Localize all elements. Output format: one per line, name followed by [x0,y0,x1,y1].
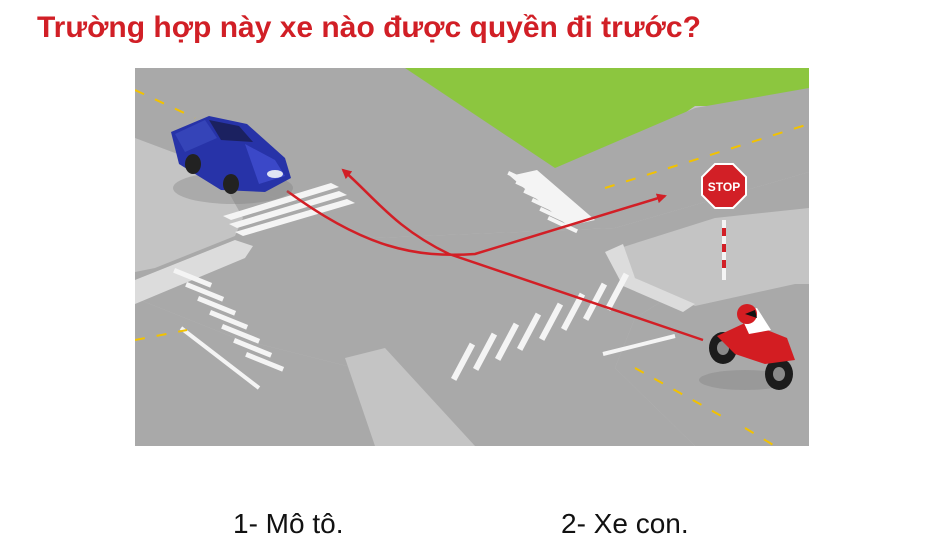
stop-line-left [179,326,261,390]
sidewalk-right [620,208,809,306]
answer-option-2[interactable]: 2- Xe con. [561,508,689,539]
curb-right [605,244,695,312]
intersection-illustration: STOP [135,68,809,446]
road-lower-left [135,298,435,446]
travel-paths [286,168,704,342]
sidewalk-bottom [345,348,475,446]
stop-sign-text: STOP [708,180,740,194]
motorcycle-path-arrow [341,168,704,342]
curb-left [135,240,253,304]
crosswalk-top-stripes [507,170,579,234]
question-title: Trường hợp này xe nào được quyền đi trướ… [37,11,701,44]
answer-option-1[interactable]: 1- Mô tô. [233,508,344,539]
crosswalk-left-lower [173,267,285,372]
red-motorcycle [699,304,795,390]
crosswalk-bottom [450,272,630,381]
car-path-arrow [286,189,667,257]
blue-car [171,116,293,204]
lane-lines [135,89,809,446]
stop-line-right [602,334,676,356]
crosswalk-left [223,183,355,236]
stop-sign: STOP [701,163,747,280]
